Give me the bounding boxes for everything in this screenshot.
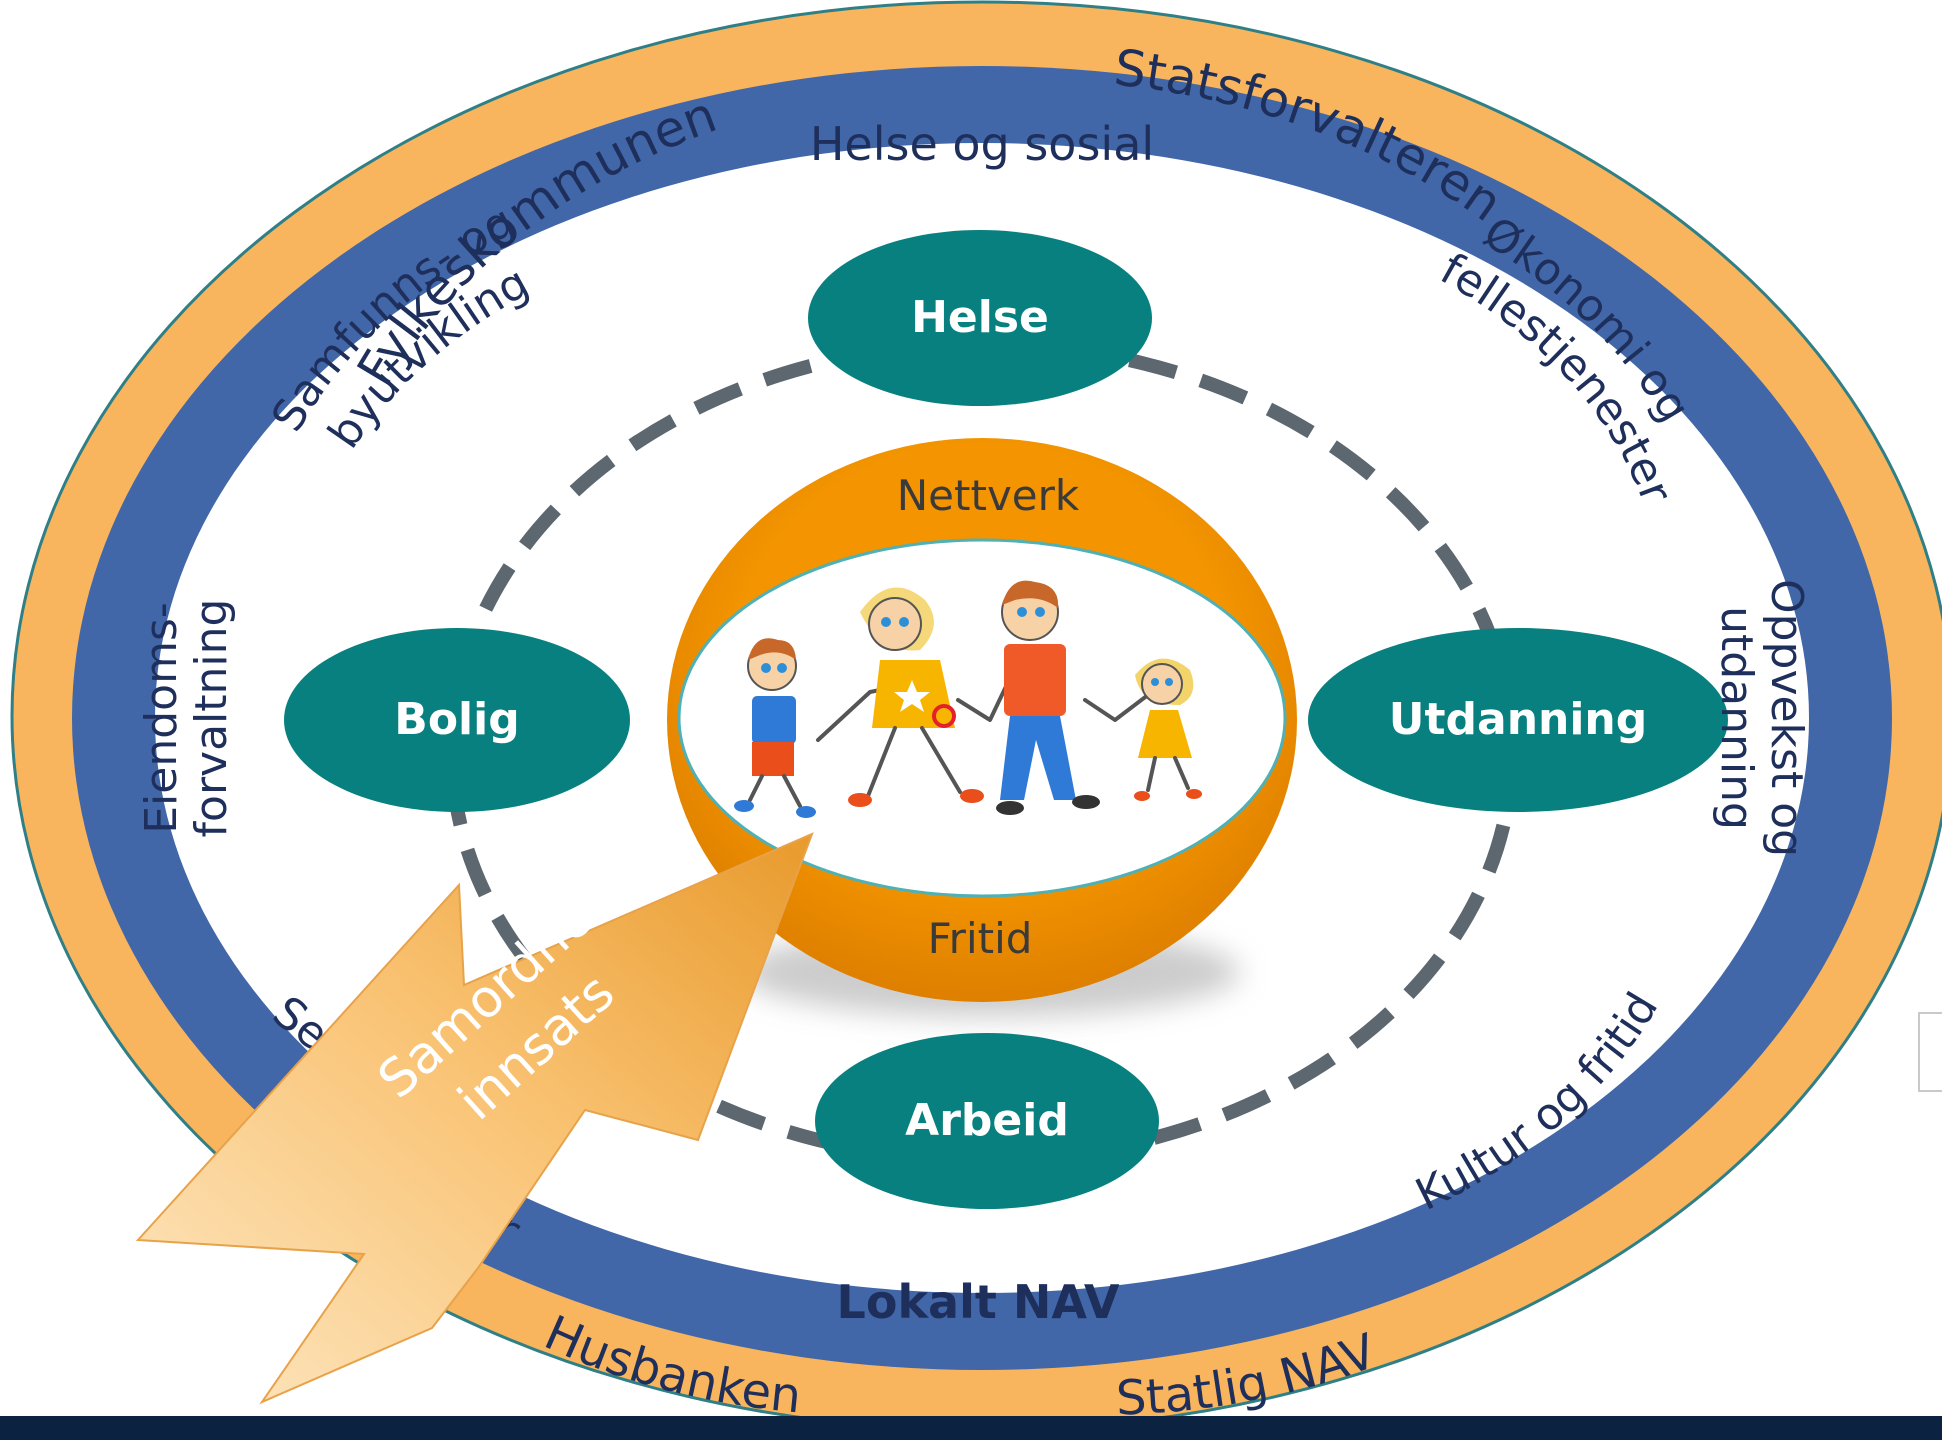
helse-og-sosial-label: Helse og sosial: [810, 117, 1154, 171]
node-helse-label: Helse: [911, 292, 1049, 343]
boy-figure: [734, 638, 816, 818]
node-bolig-label: Bolig: [394, 694, 519, 745]
small-girl-figure: [1134, 658, 1202, 801]
oppvekst-label-line1: Oppvekst og: [1761, 579, 1812, 857]
eiendoms-label-line1: Eiendoms-: [136, 602, 187, 834]
eiendoms-label-line2: forvaltning: [186, 599, 237, 838]
family-oval: [677, 538, 1287, 898]
mother-figure: [848, 587, 984, 807]
father-figure: [996, 580, 1100, 815]
side-panel-edge: [1918, 1012, 1942, 1092]
bottom-bar: [0, 1416, 1942, 1440]
node-arbeid: Arbeid: [815, 1033, 1159, 1209]
family-illustration: [734, 580, 1202, 818]
node-utdanning: Utdanning: [1308, 628, 1728, 812]
lokalt-nav-label: Lokalt NAV: [837, 1275, 1120, 1329]
node-helse: Helse: [808, 230, 1152, 406]
fritid-label: Fritid: [928, 914, 1033, 963]
samordnet-arrow: Samordnet innsats: [135, 832, 814, 1405]
oppvekst-label-line2: utdanning: [1711, 606, 1762, 830]
nettverk-label: Nettverk: [897, 471, 1080, 520]
node-bolig: Bolig: [284, 628, 630, 812]
node-arbeid-label: Arbeid: [905, 1095, 1069, 1146]
node-utdanning-label: Utdanning: [1389, 694, 1648, 745]
